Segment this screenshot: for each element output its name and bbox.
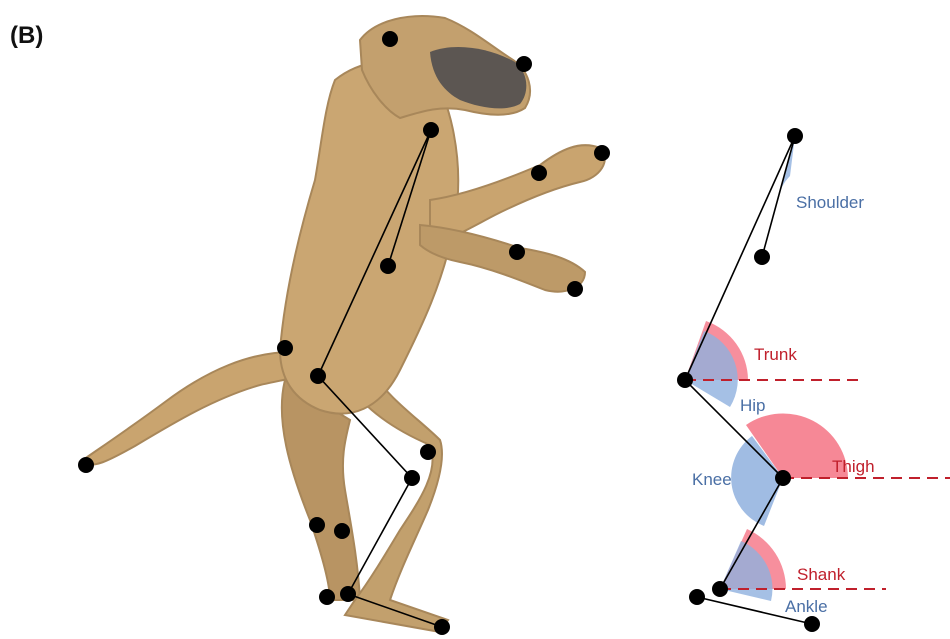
trunk-label: Trunk: [754, 345, 797, 364]
keypoint-left-wrist: [509, 244, 525, 260]
keypoint-far-ankle-b: [334, 523, 350, 539]
schematic-toe-point: [804, 616, 820, 632]
keypoint-hip: [310, 368, 326, 384]
baboon-left-arm: [420, 225, 585, 292]
schematic-ankle-point: [712, 581, 728, 597]
keypoint-far-knee: [420, 444, 436, 460]
keypoint-right-hand: [594, 145, 610, 161]
shoulder-label: Shoulder: [796, 193, 864, 212]
thigh-label: Thigh: [832, 457, 875, 476]
ankle-label: Ankle: [785, 597, 828, 616]
keypoint-tail-base: [277, 340, 293, 356]
schematic-shoulder-point: [787, 128, 803, 144]
schematic-elbow-point: [754, 249, 770, 265]
keypoint-elbow: [380, 258, 396, 274]
keypoint-snout: [516, 56, 532, 72]
keypoint-heel: [319, 589, 335, 605]
keypoint-shoulder: [423, 122, 439, 138]
keypoint-ankle: [340, 586, 356, 602]
keypoint-left-hand: [567, 281, 583, 297]
keypoint-head: [382, 31, 398, 47]
baboon-tail: [80, 352, 305, 465]
keypoint-toe: [434, 619, 450, 635]
schematic-hip-point: [677, 372, 693, 388]
knee-label: Knee: [692, 470, 732, 489]
schematic-heel-point: [689, 589, 705, 605]
keypoint-far-ankle-a: [309, 517, 325, 533]
hip-label: Hip: [740, 396, 766, 415]
keypoint-right-wrist: [531, 165, 547, 181]
keypoint-tail-tip: [78, 457, 94, 473]
schematic-knee-point: [775, 470, 791, 486]
keypoint-knee: [404, 470, 420, 486]
panel-label: (B): [10, 22, 43, 49]
angle-schematic: Shoulder Trunk Hip Thigh Knee Shank Ankl…: [677, 128, 950, 632]
schematic-trunk: [685, 136, 795, 380]
shank-label: Shank: [797, 565, 846, 584]
